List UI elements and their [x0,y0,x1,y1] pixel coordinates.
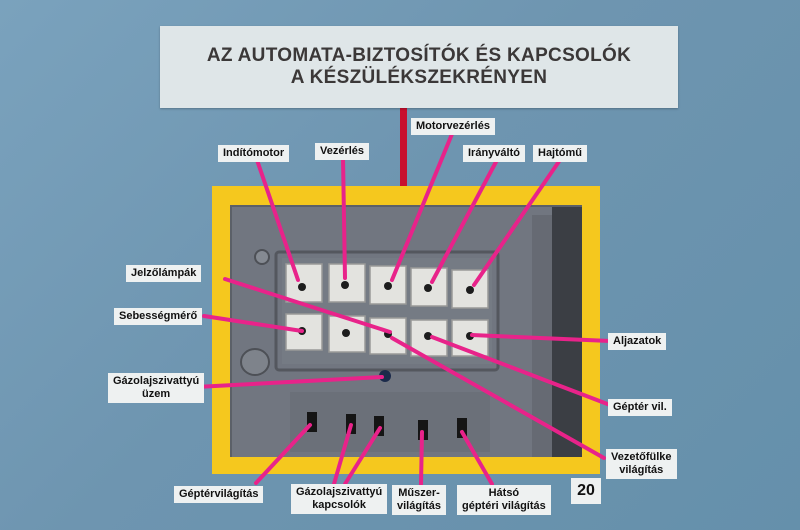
leader-lines [194,132,612,487]
breaker-row-bottom [285,313,489,357]
leader-inditomotor [255,158,300,282]
leader-vezetofulke [390,336,606,460]
label-muszer: Műszer- világítás [392,485,447,515]
title-line-1: AZ AUTOMATA-BIZTOSÍTÓK ÉS KAPCSOLÓK [206,45,632,66]
cabinet-edge-shadow [532,215,552,457]
label-gazolaj-kapcsolok-line-1: Gázolajszivattyú [296,486,383,498]
label-vezerles: Vezérlés [315,143,370,160]
leader-hatso [460,430,494,486]
breaker-knob [298,283,306,291]
label-hatso: Hátsó géptéri világítás [457,485,551,515]
leader-gazolaj-kapcsolok-b [343,426,382,486]
label-gazolaj-uzem-line-1: Gázolajszivattyú [113,375,200,387]
label-jelzolampak: Jelzőlámpák [126,265,202,282]
breaker-knob [424,332,432,340]
breaker [328,263,366,303]
label-iranyvalto: Irányváltó [463,145,525,162]
label-inditomotor: Indítómotor [218,145,290,162]
breaker-knob [341,281,349,289]
switch-panel [290,392,490,452]
breaker-row-top [285,263,489,309]
label-gazolaj-uzem-line-2: üzem [142,388,171,400]
leader-gazolaj-kapcsolok-a [332,423,353,486]
label-gepter-vil: Géptér vil. [608,399,672,416]
label-vezetofulke-line-2: világítás [619,464,664,476]
label-gazolaj-kapcsolok: Gázolajszivattyú kapcsolók [291,484,388,514]
cabinet-screw [254,249,270,265]
label-sebessegmero: Sebességmérő [114,308,203,325]
title-banner: AZ AUTOMATA-BIZTOSÍTÓK ÉS KAPCSOLÓK A KÉ… [160,26,678,108]
leader-aljazatok [470,333,612,343]
breaker-knob [342,329,350,337]
title-line-2: A KÉSZÜLÉKSZEKRÉNYEN [290,67,548,88]
leader-gepter-vil [430,335,612,407]
label-muszer-line-2: világítás [397,500,442,512]
leader-hajtomu [472,158,562,287]
leader-jelzolampak [223,277,392,334]
leader-sebessegmero [202,314,304,333]
breaker-rail [274,250,500,372]
toggle-switch [307,412,317,432]
label-motorvezerles: Motorvezérlés [411,118,495,135]
label-hatso-line-2: géptéri világítás [462,500,546,512]
breaker-knob [424,284,432,292]
leader-iranyvalto [430,158,499,284]
leader-muszer [419,430,424,487]
leader-motorvezerles [390,132,454,282]
breaker [285,263,323,303]
label-muszer-line-1: Műszer- [398,487,440,499]
label-hajtomu: Hajtómű [533,145,587,162]
label-aljazatok: Aljazatok [608,333,667,350]
leader-gazolaj-uzem [194,375,384,389]
breaker-knob [384,282,392,290]
cabinet-side [552,207,582,457]
label-gazolaj-kapcsolok-line-2: kapcsolók [312,499,366,511]
cabinet-plug [240,348,270,376]
toggle-switch [374,416,384,436]
title-mast [400,108,407,190]
page-number: 20 [571,478,601,504]
toggle-switch [457,418,467,438]
breaker [285,313,323,351]
label-vezetofulke-line-1: Vezetőfülke [611,451,672,463]
breaker-knob [466,286,474,294]
label-vezetofulke: Vezetőfülke világítás [606,449,677,479]
label-gazolaj-uzem: Gázolajszivattyú üzem [108,373,205,403]
toggle-switch [418,420,428,440]
label-hatso-line-1: Hátsó [488,487,520,499]
leader-geptervilagitas [254,423,312,485]
label-geptervilagitas: Géptérvilágítás [174,486,264,503]
leader-vezerles [341,156,347,280]
